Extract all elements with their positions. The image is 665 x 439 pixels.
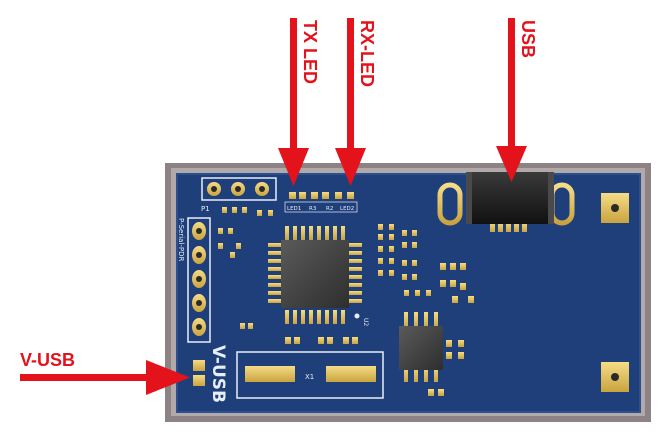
rx-led-label: RX-LED	[357, 20, 377, 87]
p1-header	[201, 177, 277, 201]
led1-label: LED1	[287, 206, 301, 212]
led2-label: LED2	[340, 206, 354, 212]
mounting-pads	[601, 193, 629, 392]
passive-components-left	[218, 207, 273, 258]
r3-label: R3	[309, 206, 317, 212]
r2-label: R2	[326, 206, 333, 212]
main-chip-u2	[268, 226, 362, 324]
led-pads	[289, 192, 354, 199]
v-usb-label: V-USB	[20, 350, 75, 370]
passive-components-right	[378, 224, 474, 396]
u2-label: U2	[362, 318, 369, 326]
serial-header-label: P-Serial-PDR	[177, 218, 185, 262]
serial-header	[187, 217, 211, 343]
passive-components-bottom	[240, 323, 358, 344]
v-usb-silk-label: V-USB	[208, 345, 228, 403]
tx-led-label: TX LED	[300, 20, 320, 84]
crystal-x1	[236, 351, 384, 399]
v-usb-arrow	[20, 360, 190, 395]
p1-label: P1	[201, 205, 210, 213]
usb-connector	[437, 172, 575, 232]
usb-arrow	[496, 18, 527, 182]
tx-led-arrow	[278, 18, 309, 186]
soic-chip	[399, 312, 443, 382]
rx-led-arrow	[335, 18, 366, 186]
x1-label: X1	[305, 373, 314, 381]
v-usb-pads	[193, 360, 205, 386]
usb-label: USB	[518, 20, 538, 58]
